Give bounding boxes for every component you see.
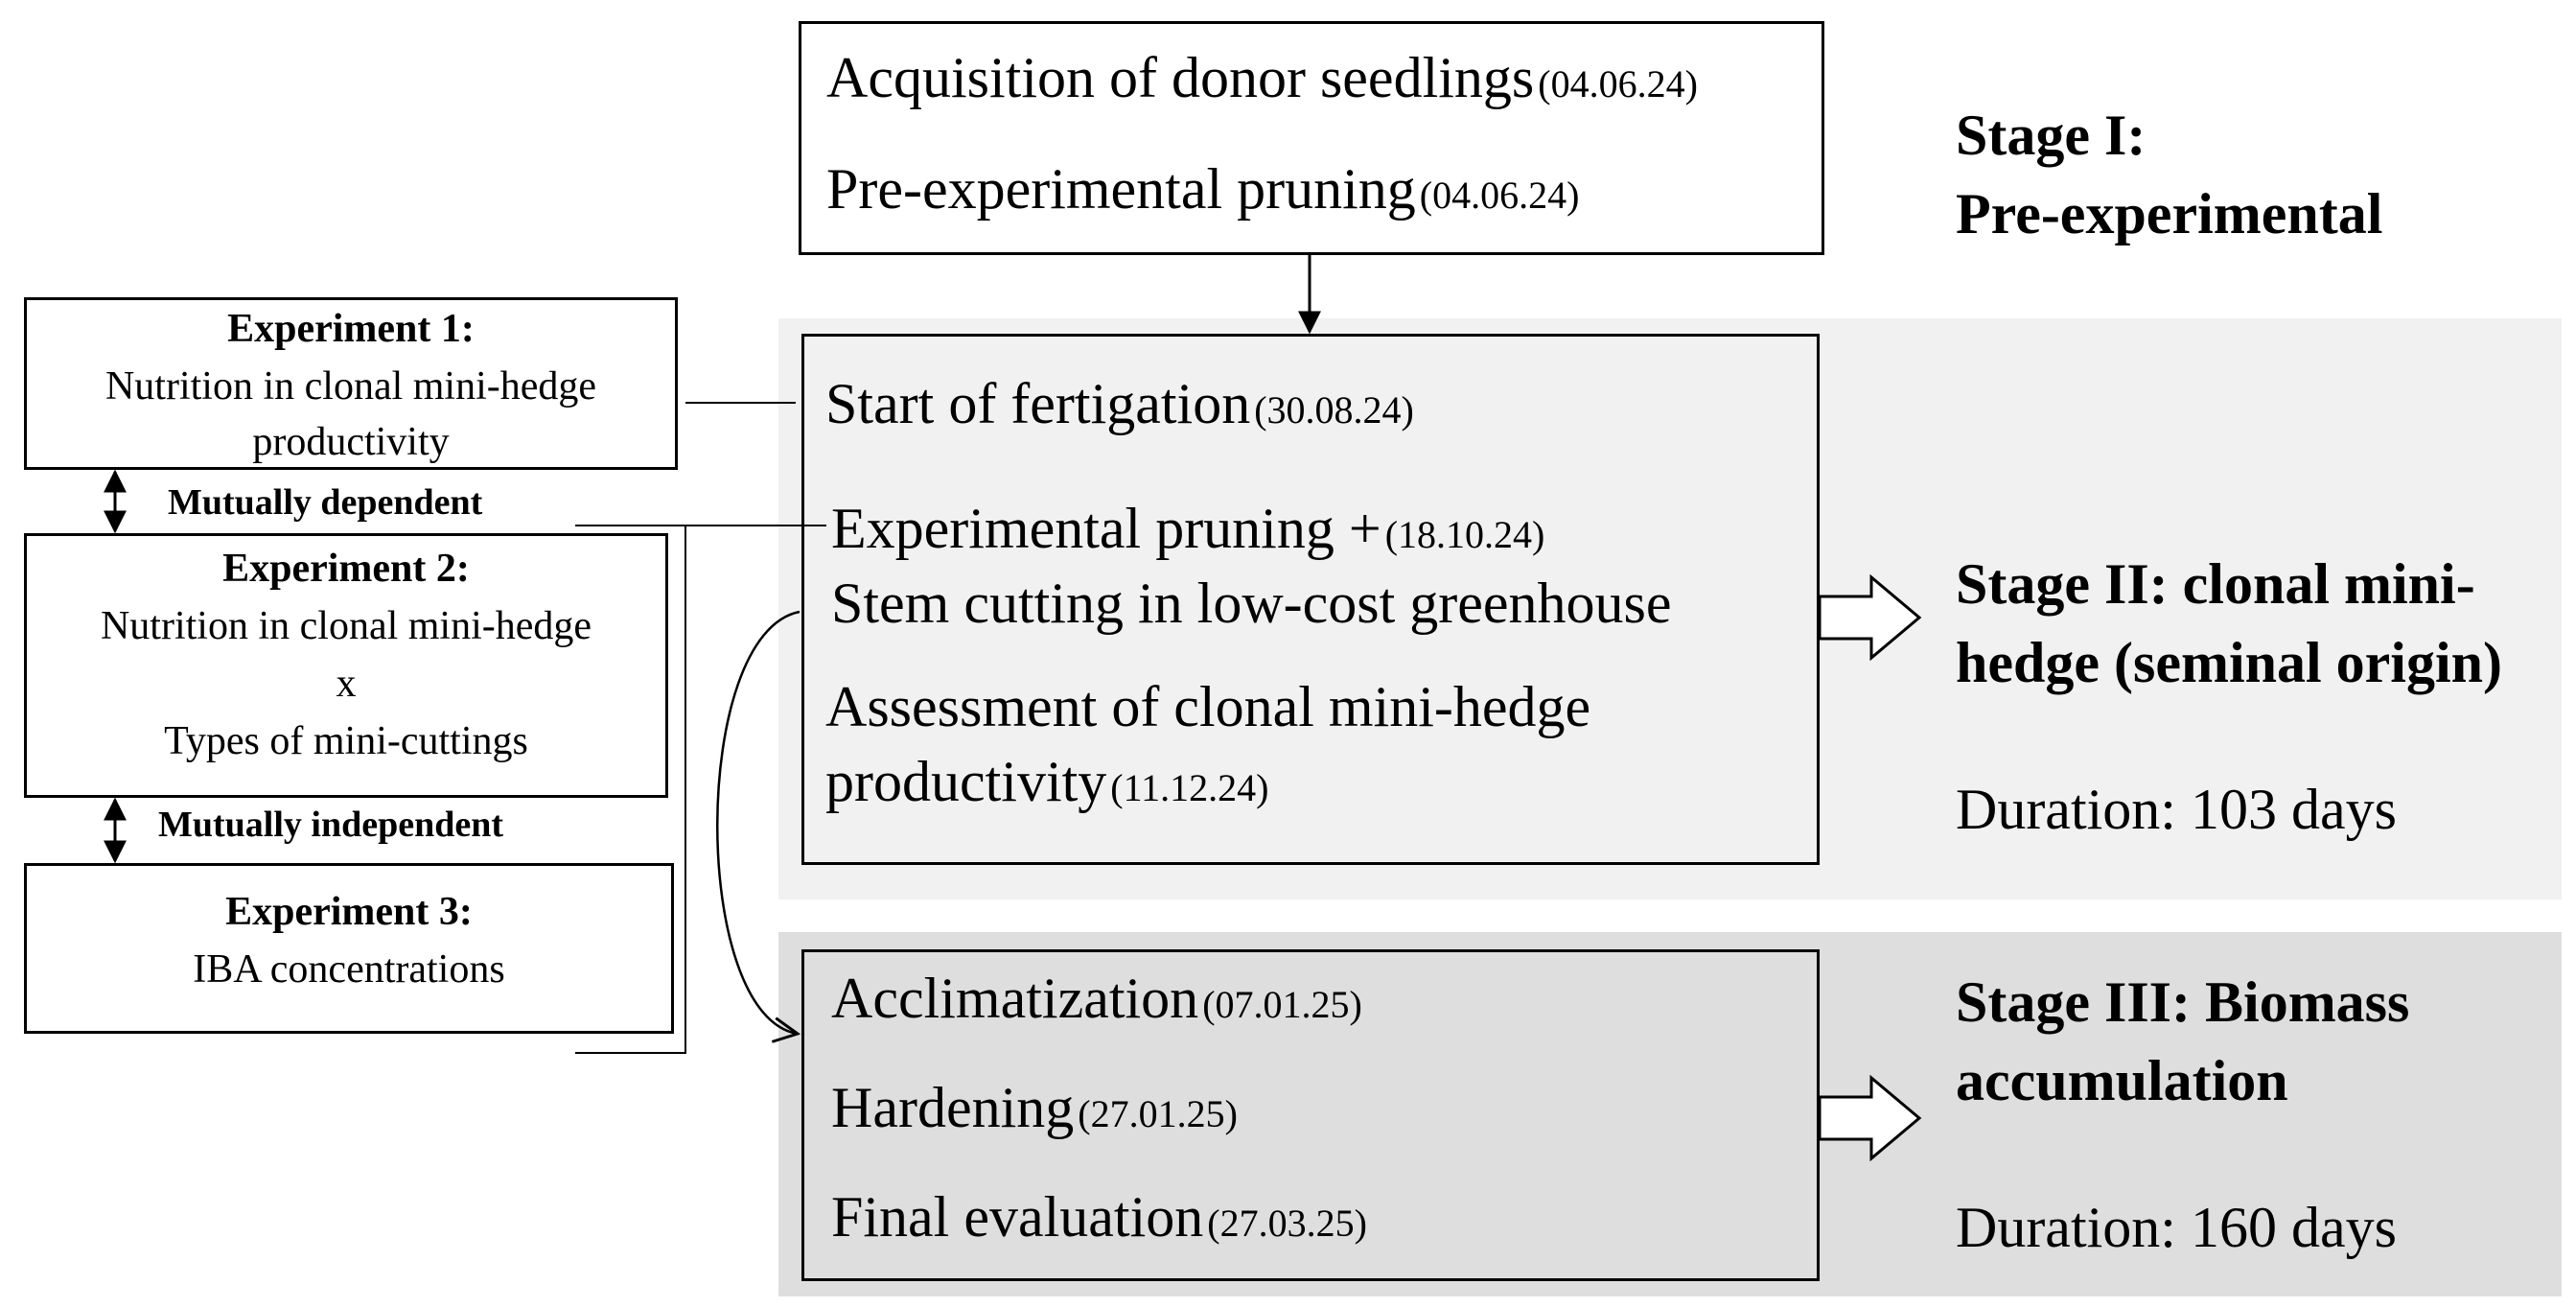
- stage2-line-productivity: productivity (11.12.24): [825, 749, 1268, 815]
- stage2-box: Start of fertigation (30.08.24) Experime…: [801, 334, 1820, 865]
- exp-pruning-text: Experimental pruning +: [831, 497, 1381, 560]
- experiment-1-title: Experiment 1:: [227, 307, 475, 351]
- mutually-dependent-label: Mutually dependent: [168, 482, 483, 523]
- experiment-2-line2: x: [336, 662, 357, 706]
- stage2-line-exp-pruning: Experimental pruning + (18.10.24): [831, 496, 1544, 562]
- hardening-text: Hardening: [831, 1076, 1075, 1139]
- final-evaluation-date: (27.03.25): [1207, 1202, 1367, 1245]
- stage2-line-assessment: Assessment of clonal mini-hedge: [825, 675, 1591, 738]
- productivity-date: (11.12.24): [1110, 766, 1269, 809]
- stage2-duration: Duration: 103 days: [1956, 778, 2397, 841]
- stage2-line-fertigation: Start of fertigation (30.08.24): [825, 371, 1414, 437]
- stage2-label-line2: hedge (seminal origin): [1956, 631, 2502, 694]
- stage2-label-line1: Stage II: clonal mini-: [1956, 552, 2475, 616]
- experiment-3-line1: IBA concentrations: [193, 947, 505, 992]
- experiment-1-line1: Nutrition in clonal mini-hedge: [104, 364, 597, 409]
- acquisition-date: (04.06.24): [1538, 62, 1698, 105]
- stage3-label-line1: Stage III: Biomass: [1956, 970, 2410, 1034]
- preexp-pruning-date: (04.06.24): [1419, 174, 1580, 217]
- experiment-2-box: Experiment 2: Nutrition in clonal mini-h…: [24, 533, 668, 798]
- stage2-line-stem-cutting: Stem cutting in low-cost greenhouse: [831, 572, 1672, 635]
- final-evaluation-text: Final evaluation: [831, 1185, 1204, 1249]
- preexp-pruning-text: Pre-experimental pruning: [826, 157, 1416, 221]
- stage1-box: Acquisition of donor seedlings (04.06.24…: [799, 21, 1824, 255]
- experiment-1-box: Experiment 1: Nutrition in clonal mini-h…: [24, 297, 678, 470]
- productivity-text: productivity: [825, 750, 1107, 813]
- experiment-1-line2: productivity: [252, 420, 450, 464]
- experiment-2-line3: Types of mini-cuttings: [164, 719, 528, 763]
- stage1-line-acquisition: Acquisition of donor seedlings (04.06.24…: [826, 45, 1698, 111]
- stage3-duration: Duration: 160 days: [1956, 1196, 2397, 1259]
- fertigation-text: Start of fertigation: [825, 372, 1251, 435]
- stage2-label: Stage II: clonal mini- hedge (seminal or…: [1956, 545, 2502, 702]
- hardening-date: (27.01.25): [1078, 1092, 1238, 1135]
- stage1-label: Stage I: Pre-experimental: [1956, 96, 2382, 253]
- experiment-3-box: Experiment 3: IBA concentrations: [24, 863, 674, 1034]
- stage1-line-preexp-pruning: Pre-experimental pruning (04.06.24): [826, 156, 1579, 222]
- experiment-2-title: Experiment 2:: [222, 547, 470, 591]
- stage3-label: Stage III: Biomass accumulation: [1956, 963, 2409, 1120]
- fertigation-date: (30.08.24): [1254, 388, 1414, 432]
- mutually-independent-label: Mutually independent: [158, 805, 504, 845]
- stage1-label-line1: Stage I:: [1956, 104, 2147, 167]
- stage1-label-line2: Pre-experimental: [1956, 182, 2383, 245]
- stage3-label-line2: accumulation: [1956, 1049, 2288, 1112]
- stage3-box: Acclimatization (07.01.25) Hardening (27…: [801, 949, 1820, 1281]
- acclimatization-date: (07.01.25): [1202, 983, 1362, 1026]
- acclimatization-text: Acclimatization: [831, 967, 1199, 1030]
- exp-pruning-date: (18.10.24): [1384, 513, 1545, 556]
- stage3-line-hardening: Hardening (27.01.25): [831, 1075, 1238, 1141]
- stage3-line-acclimatization: Acclimatization (07.01.25): [831, 966, 1362, 1032]
- acquisition-text: Acquisition of donor seedlings: [826, 46, 1535, 109]
- experiment-2-line1: Nutrition in clonal mini-hedge: [100, 604, 592, 648]
- experiment-3-title: Experiment 3:: [225, 890, 473, 934]
- stage3-line-final-evaluation: Final evaluation (27.03.25): [831, 1184, 1367, 1250]
